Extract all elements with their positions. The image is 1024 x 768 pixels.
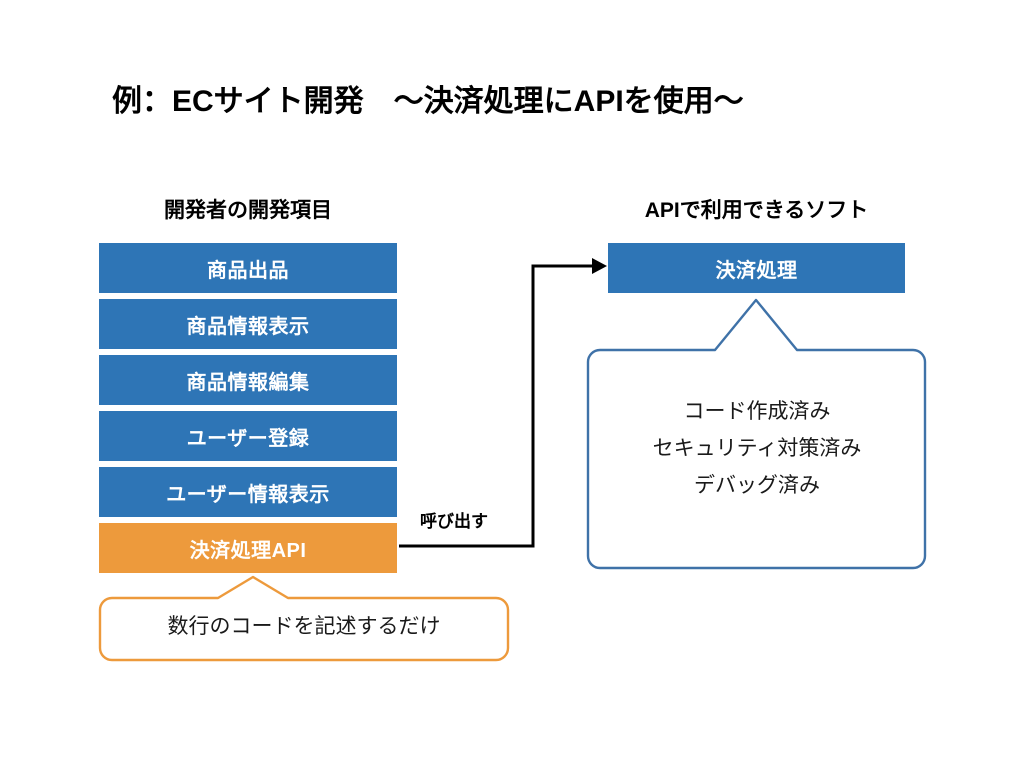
right-column-header: APIで利用できるソフト xyxy=(644,199,869,222)
connector-label: 呼び出す xyxy=(420,512,488,531)
feature-line-security-ready: セキュリティ対策済み xyxy=(652,437,862,460)
payment-service-box: 決済処理 xyxy=(608,243,905,293)
call-arrow-icon xyxy=(399,258,607,548)
left-column-header: 開発者の開発項目 xyxy=(164,199,332,222)
list-item-user-info-display: ユーザー情報表示 xyxy=(99,467,397,517)
developer-items-list: 商品出品 商品情報表示 商品情報編集 ユーザー登録 ユーザー情報表示 決済処理A… xyxy=(99,243,397,579)
page-title: 例：ECサイト開発 〜決済処理にAPIを使用〜 xyxy=(112,85,744,118)
list-item-product-listing: 商品出品 xyxy=(99,243,397,293)
feature-line-debug-ready: デバッグ済み xyxy=(694,474,820,497)
list-item-product-info-edit: 商品情報編集 xyxy=(99,355,397,405)
feature-line-code-ready: コード作成済み xyxy=(683,400,831,423)
list-item-user-registration: ユーザー登録 xyxy=(99,411,397,461)
features-callout-text: コード作成済み セキュリティ対策済み デバッグ済み xyxy=(600,393,914,504)
list-item-product-info-display: 商品情報表示 xyxy=(99,299,397,349)
list-item-payment-api: 決済処理API xyxy=(99,523,397,573)
code-callout-text: 数行のコードを記述するだけ xyxy=(167,615,441,638)
